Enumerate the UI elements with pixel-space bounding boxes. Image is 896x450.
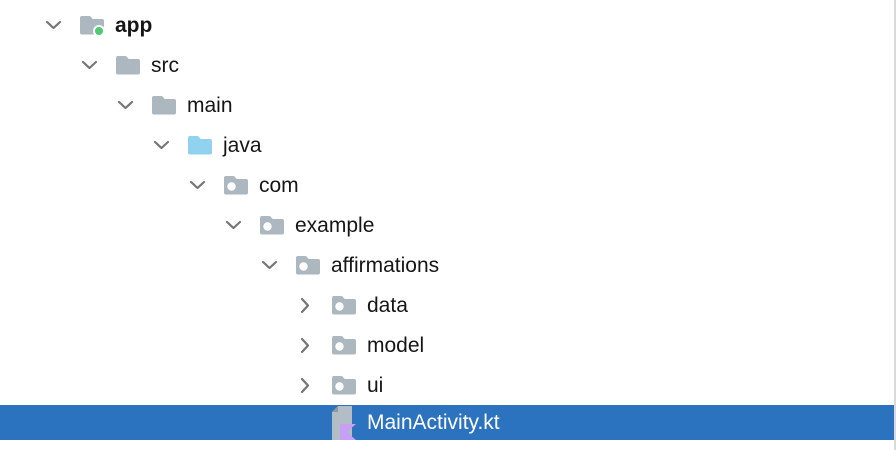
tree-item-label: example (295, 213, 375, 237)
tree-row-mainactivity-kt-selected[interactable]: MainActivity.kt (0, 405, 894, 440)
tree-item-label: app (115, 13, 153, 37)
tree-row-app[interactable]: app (0, 5, 894, 45)
package-icon (295, 254, 323, 276)
tree-row-data[interactable]: data (0, 285, 894, 325)
tree-item-label: affirmations (331, 253, 440, 277)
package-icon (259, 214, 287, 236)
package-icon (331, 294, 359, 316)
chevron-down-icon[interactable] (185, 176, 209, 194)
chevron-down-icon[interactable] (257, 256, 281, 274)
chevron-down-icon[interactable] (149, 136, 173, 154)
tree-item-label: ui (367, 373, 384, 397)
chevron-right-icon[interactable] (293, 296, 317, 314)
tree-row-com[interactable]: com (0, 165, 894, 205)
tree-item-label: MainActivity.kt (367, 411, 500, 434)
package-icon (223, 174, 251, 196)
chevron-down-icon[interactable] (113, 96, 137, 114)
tree-row-ui[interactable]: ui (0, 365, 894, 405)
tree-row-main[interactable]: main (0, 85, 894, 125)
tree-item-label: model (367, 333, 425, 357)
tree-row-model[interactable]: model (0, 325, 894, 365)
kotlin-file-icon (331, 405, 359, 440)
tree-row-affirmations[interactable]: affirmations (0, 245, 894, 285)
chevron-right-icon[interactable] (293, 376, 317, 394)
chevron-spacer (293, 414, 317, 432)
chevron-down-icon[interactable] (77, 56, 101, 74)
tree-row-java[interactable]: java (0, 125, 894, 165)
tree-item-label: com (259, 173, 299, 197)
tree-item-label: data (367, 293, 408, 317)
package-icon (331, 374, 359, 396)
chevron-down-icon[interactable] (221, 216, 245, 234)
tree-item-label: src (151, 53, 179, 77)
tree-item-label: java (223, 133, 262, 157)
android-module-folder-icon (79, 14, 107, 36)
package-icon (331, 334, 359, 356)
chevron-right-icon[interactable] (293, 336, 317, 354)
tree-row-example[interactable]: example (0, 205, 894, 245)
folder-icon (151, 94, 179, 116)
chevron-down-icon[interactable] (41, 16, 65, 34)
folder-icon (115, 54, 143, 76)
tree-row-src[interactable]: src (0, 45, 894, 85)
source-folder-icon (187, 134, 215, 156)
tree-item-label: main (187, 93, 233, 117)
